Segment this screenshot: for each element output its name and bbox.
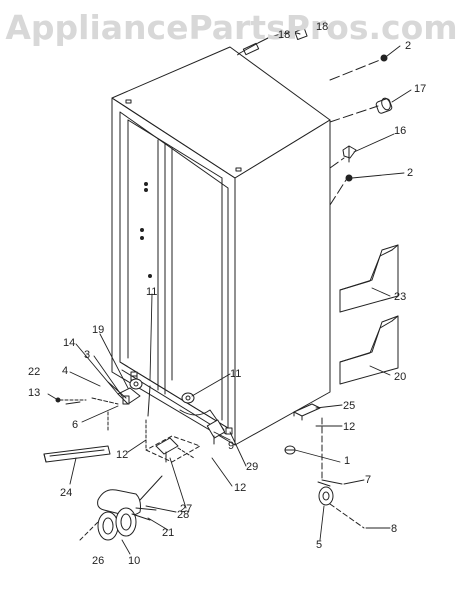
callout-19: 19 xyxy=(92,324,104,336)
callout-18-b: 18 xyxy=(316,21,328,33)
callout-18-a: 18 xyxy=(278,29,290,41)
part-25-bracket xyxy=(293,403,321,421)
part-2-screw-upper xyxy=(329,54,388,81)
part-23-panel xyxy=(339,244,399,313)
callout-11-left: 11 xyxy=(146,286,157,298)
part-2-screw-lower xyxy=(329,174,353,206)
part-1-leveler xyxy=(284,445,296,455)
callout-14: 14 xyxy=(63,337,75,349)
callout-12-left: 12 xyxy=(116,449,128,461)
callout-21: 21 xyxy=(162,527,174,539)
callout-10: 10 xyxy=(128,555,140,567)
callout-12-center: 12 xyxy=(234,482,246,494)
part-17-fitting xyxy=(329,97,393,123)
callout-28: 28 xyxy=(177,509,189,521)
callout-4: 4 xyxy=(62,365,68,377)
callout-6: 6 xyxy=(72,419,78,431)
callout-23: 23 xyxy=(394,291,406,303)
callout-16: 16 xyxy=(394,125,406,137)
callout-3: 3 xyxy=(84,349,90,361)
callout-26: 26 xyxy=(92,555,104,567)
callout-7: 7 xyxy=(365,474,371,486)
callout-25: 25 xyxy=(343,400,355,412)
left-hinge-hardware xyxy=(55,371,151,449)
callout-17: 17 xyxy=(414,83,426,95)
part-16-clip xyxy=(329,145,357,169)
callout-9: 9 xyxy=(228,440,234,452)
callout-12-right: 12 xyxy=(343,421,355,433)
callout-13: 13 xyxy=(28,387,40,399)
leader-lines xyxy=(47,45,412,555)
callout-1: 1 xyxy=(344,455,350,467)
callout-29: 29 xyxy=(246,461,258,473)
callout-11-right: 11 xyxy=(230,368,241,380)
callout-20: 20 xyxy=(394,371,406,383)
part-10-roller-assembly xyxy=(79,475,163,541)
callout-2-a: 2 xyxy=(405,40,411,52)
part-18-assembly xyxy=(235,28,308,57)
callout-5: 5 xyxy=(316,539,322,551)
callout-27: 27 xyxy=(180,503,192,515)
part-20-panel xyxy=(339,315,399,385)
callout-8: 8 xyxy=(391,523,397,535)
roller-assembly xyxy=(317,417,365,529)
callout-24: 24 xyxy=(60,487,72,499)
right-hinge-hardware xyxy=(145,392,233,463)
callout-22: 22 xyxy=(28,366,40,378)
callout-2-b: 2 xyxy=(407,167,413,179)
part-24-kickplate xyxy=(43,445,111,463)
cabinet xyxy=(111,46,331,446)
